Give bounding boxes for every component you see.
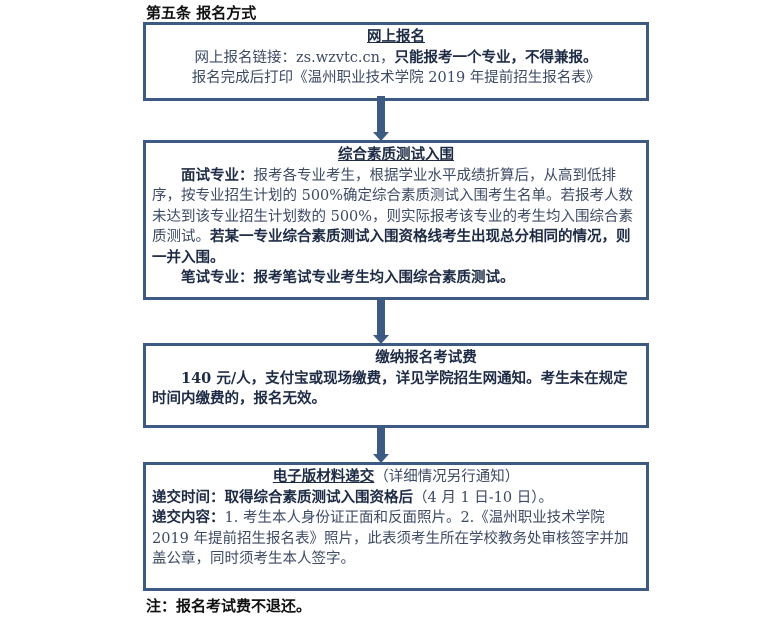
time-text: 取得综合素质测试入围资格后 bbox=[224, 488, 414, 506]
print-form-line: 报名完成后打印《温州职业技术学院 2019 年提前招生报名表》 bbox=[191, 70, 601, 86]
step-comprehensive-test-shortlist: 综合素质测试入围 面试专业：报考各专业考生，根据学业水平成绩折算后，从高到低排序… bbox=[143, 140, 649, 300]
written-text: 报考笔试专业考生均入围综合素质测试。 bbox=[253, 269, 515, 286]
registration-link-line: 网上报名链接：zs.wzvtc.cn，只能报考一个专业，不得兼报。 bbox=[152, 48, 640, 69]
step-online-registration: 网上报名 网上报名链接：zs.wzvtc.cn，只能报考一个专业，不得兼报。 报… bbox=[143, 22, 649, 101]
interview-text: 报考各专业考生，根据学业水平成绩折算后，从高到低排序，按专业招生计划的 500%… bbox=[152, 167, 634, 246]
submission-time: 递交时间：取得综合素质测试入围资格后（4 月 1 日-10 日）。 bbox=[152, 488, 640, 509]
interview-label: 面试专业： bbox=[181, 166, 254, 184]
tie-rule: 若某一专业综合素质测试入围资格线考生出现总分相同的情况，则一并入围。 bbox=[152, 228, 631, 266]
flow-arrow-down-icon bbox=[373, 297, 389, 345]
step-title-row: 电子版材料递交（详细情况另行通知） bbox=[152, 467, 640, 488]
time-label: 递交时间： bbox=[152, 488, 225, 506]
title-note: （详细情况另行通知） bbox=[374, 469, 520, 485]
time-dates: （4 月 1 日-10 日）。 bbox=[413, 489, 553, 506]
step-title: 缴纳报名考试费 bbox=[375, 349, 477, 366]
registration-link-text: 网上报名链接：zs.wzvtc.cn， bbox=[194, 49, 395, 66]
fee-text: 140 元/人，支付宝或现场缴费，详见学院招生网通知。考生未在规定时间内缴费的，… bbox=[152, 369, 628, 408]
content-label: 递交内容： bbox=[152, 509, 225, 526]
step-submit-materials: 电子版材料递交（详细情况另行通知） 递交时间：取得综合素质测试入围资格后（4 月… bbox=[143, 462, 649, 591]
fee-note: 注：报名考试费不退还。 bbox=[146, 597, 312, 615]
single-major-rule: 只能报考一个专业，不得兼报。 bbox=[394, 48, 598, 66]
step-title: 电子版材料递交 bbox=[272, 468, 375, 485]
flow-arrow-down-icon bbox=[373, 425, 389, 464]
section-heading: 第五条 报名方式 bbox=[146, 4, 257, 22]
step-title: 综合素质测试入围 bbox=[338, 146, 454, 163]
interview-major-paragraph: 面试专业：报考各专业考生，根据学业水平成绩折算后，从高到低排序，按专业招生计划的… bbox=[152, 166, 640, 269]
written-major-paragraph: 笔试专业：报考笔试专业考生均入围综合素质测试。 bbox=[152, 268, 640, 289]
step-pay-fee: 缴纳报名考试费 140 元/人，支付宝或现场缴费，详见学院招生网通知。考生未在规… bbox=[143, 343, 649, 428]
flow-arrow-down-icon bbox=[373, 96, 389, 142]
written-label: 笔试专业： bbox=[181, 269, 254, 286]
step-title: 网上报名 bbox=[367, 28, 425, 45]
content-text: 1. 考生本人身份证正面和反面照片。2.《温州职业技术学院 2019 年提前招生… bbox=[152, 510, 629, 567]
submission-content: 递交内容：1. 考生本人身份证正面和反面照片。2.《温州职业技术学院 2019 … bbox=[152, 508, 640, 570]
